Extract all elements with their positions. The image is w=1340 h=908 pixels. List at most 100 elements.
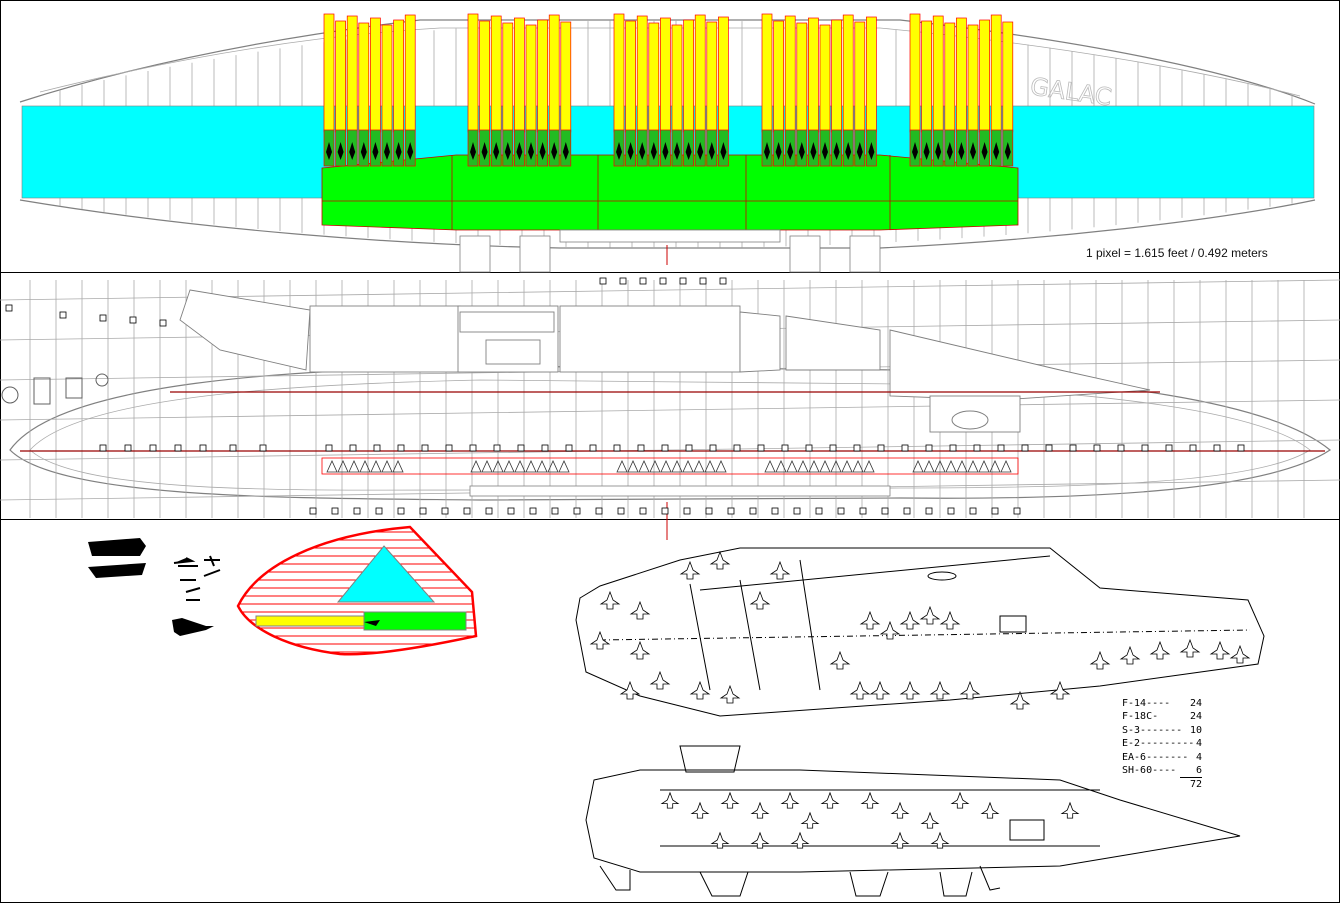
porthole [99,444,107,452]
parked-jet-icon [708,142,715,160]
sketch-jet [679,560,701,580]
flight-deck-dividers [322,155,1018,230]
sketch-jet [589,630,611,650]
sketch-jet [920,811,940,829]
sketch-jet [829,650,851,670]
plan-hull-inner [29,379,1311,491]
aircraft-bay [761,13,773,133]
porthole [485,507,493,515]
sketch-jet [1149,640,1171,660]
porthole [997,444,1005,452]
aircraft-bay [1002,21,1014,133]
catapult-triangle [693,460,705,473]
parked-jet-icon [384,142,390,160]
parked-jet-icon [674,142,680,160]
porthole [349,444,357,452]
aircraft-bays [323,13,1014,167]
porthole [771,507,779,515]
sketch-jet [689,680,711,700]
air-wing-row: F-18C-24 [1122,710,1202,723]
parked-jet-icon [912,142,918,160]
porthole [617,507,625,515]
aircraft-bay [358,22,370,133]
catapult-triangle [337,460,349,473]
aircraft-count: 4 [1195,751,1202,763]
porthole [174,444,182,452]
aircraft-bay [335,20,346,133]
porthole [421,444,429,452]
catapult-triangle [381,460,393,473]
aircraft-bay [831,19,842,133]
porthole [129,316,137,324]
flight-deck-zone [321,154,1019,231]
parked-jet-icon [685,142,692,160]
catapult-triangle [525,460,537,473]
porthole [1213,444,1221,452]
catapult-triangle [492,460,504,473]
aircraft-type: EA-6------- [1122,751,1189,763]
aircraft-bay [932,15,944,133]
porthole [969,507,977,515]
parked-jet-icon [970,142,976,160]
sketch-jet [899,680,921,700]
aircraft-bay [537,19,548,133]
aircraft-type: S-3------- [1122,724,1183,736]
porthole [397,444,405,452]
aircraft-bay [683,19,694,133]
plan-view [0,277,1340,540]
aircraft-count: 10 [1189,724,1202,736]
catapult-triangle [547,460,559,473]
aircraft-type: F-14---- [1122,698,1171,709]
parked-jet-icon [493,142,500,160]
sketch-jet [719,684,741,704]
air-wing-row: EA-6------- 4 [1122,751,1202,764]
sketch-plan [585,745,1241,897]
sketch-jet [919,605,941,625]
porthole [925,444,933,452]
plan-hull-outline [9,365,1332,501]
parked-jet-icon [481,142,488,160]
hull-lettering: GALAC [1029,72,1114,111]
porthole [1093,444,1101,452]
aircraft-bay [979,19,990,133]
catapult-triangle [852,460,864,473]
porthole [419,507,427,515]
porthole [683,507,691,515]
porthole [541,444,549,452]
parked-jet-icon [1004,142,1011,160]
aircraft-count: 4 [1195,738,1202,750]
catapult-triangle [638,460,650,473]
porthole [529,507,537,515]
porthole [881,507,889,515]
porthole [199,444,207,452]
porthole [397,507,405,515]
porthole [781,444,789,452]
parked-jet-icon [470,142,476,160]
aircraft-bay [370,17,381,133]
jet-icon [185,587,201,601]
parked-jet-icon [845,142,852,160]
sketch-jet [690,801,710,819]
catapult-triangle [786,460,798,473]
catapult-triangle [934,460,946,473]
catapult-markers [326,460,1012,473]
catapult-triangle [841,460,853,473]
porthole-markers [5,277,1245,515]
catapult-triangle [967,460,979,473]
parked-jet-icon [616,142,622,160]
catapult-triangle [627,460,639,473]
catapult-triangle [671,460,683,473]
aircraft-bay [467,13,479,133]
aircraft-bay [613,13,625,133]
porthole [837,507,845,515]
sketch-jet [619,680,641,700]
porthole [733,444,741,452]
aircraft-bay [404,14,416,133]
parked-jet-icon [627,142,634,160]
catapult-triangle [503,460,515,473]
porthole [5,304,13,312]
parked-jet-icon [775,142,782,160]
parked-jet-icon [504,142,511,160]
catapult-triangle [660,460,672,473]
parked-jet-icon [822,142,828,160]
